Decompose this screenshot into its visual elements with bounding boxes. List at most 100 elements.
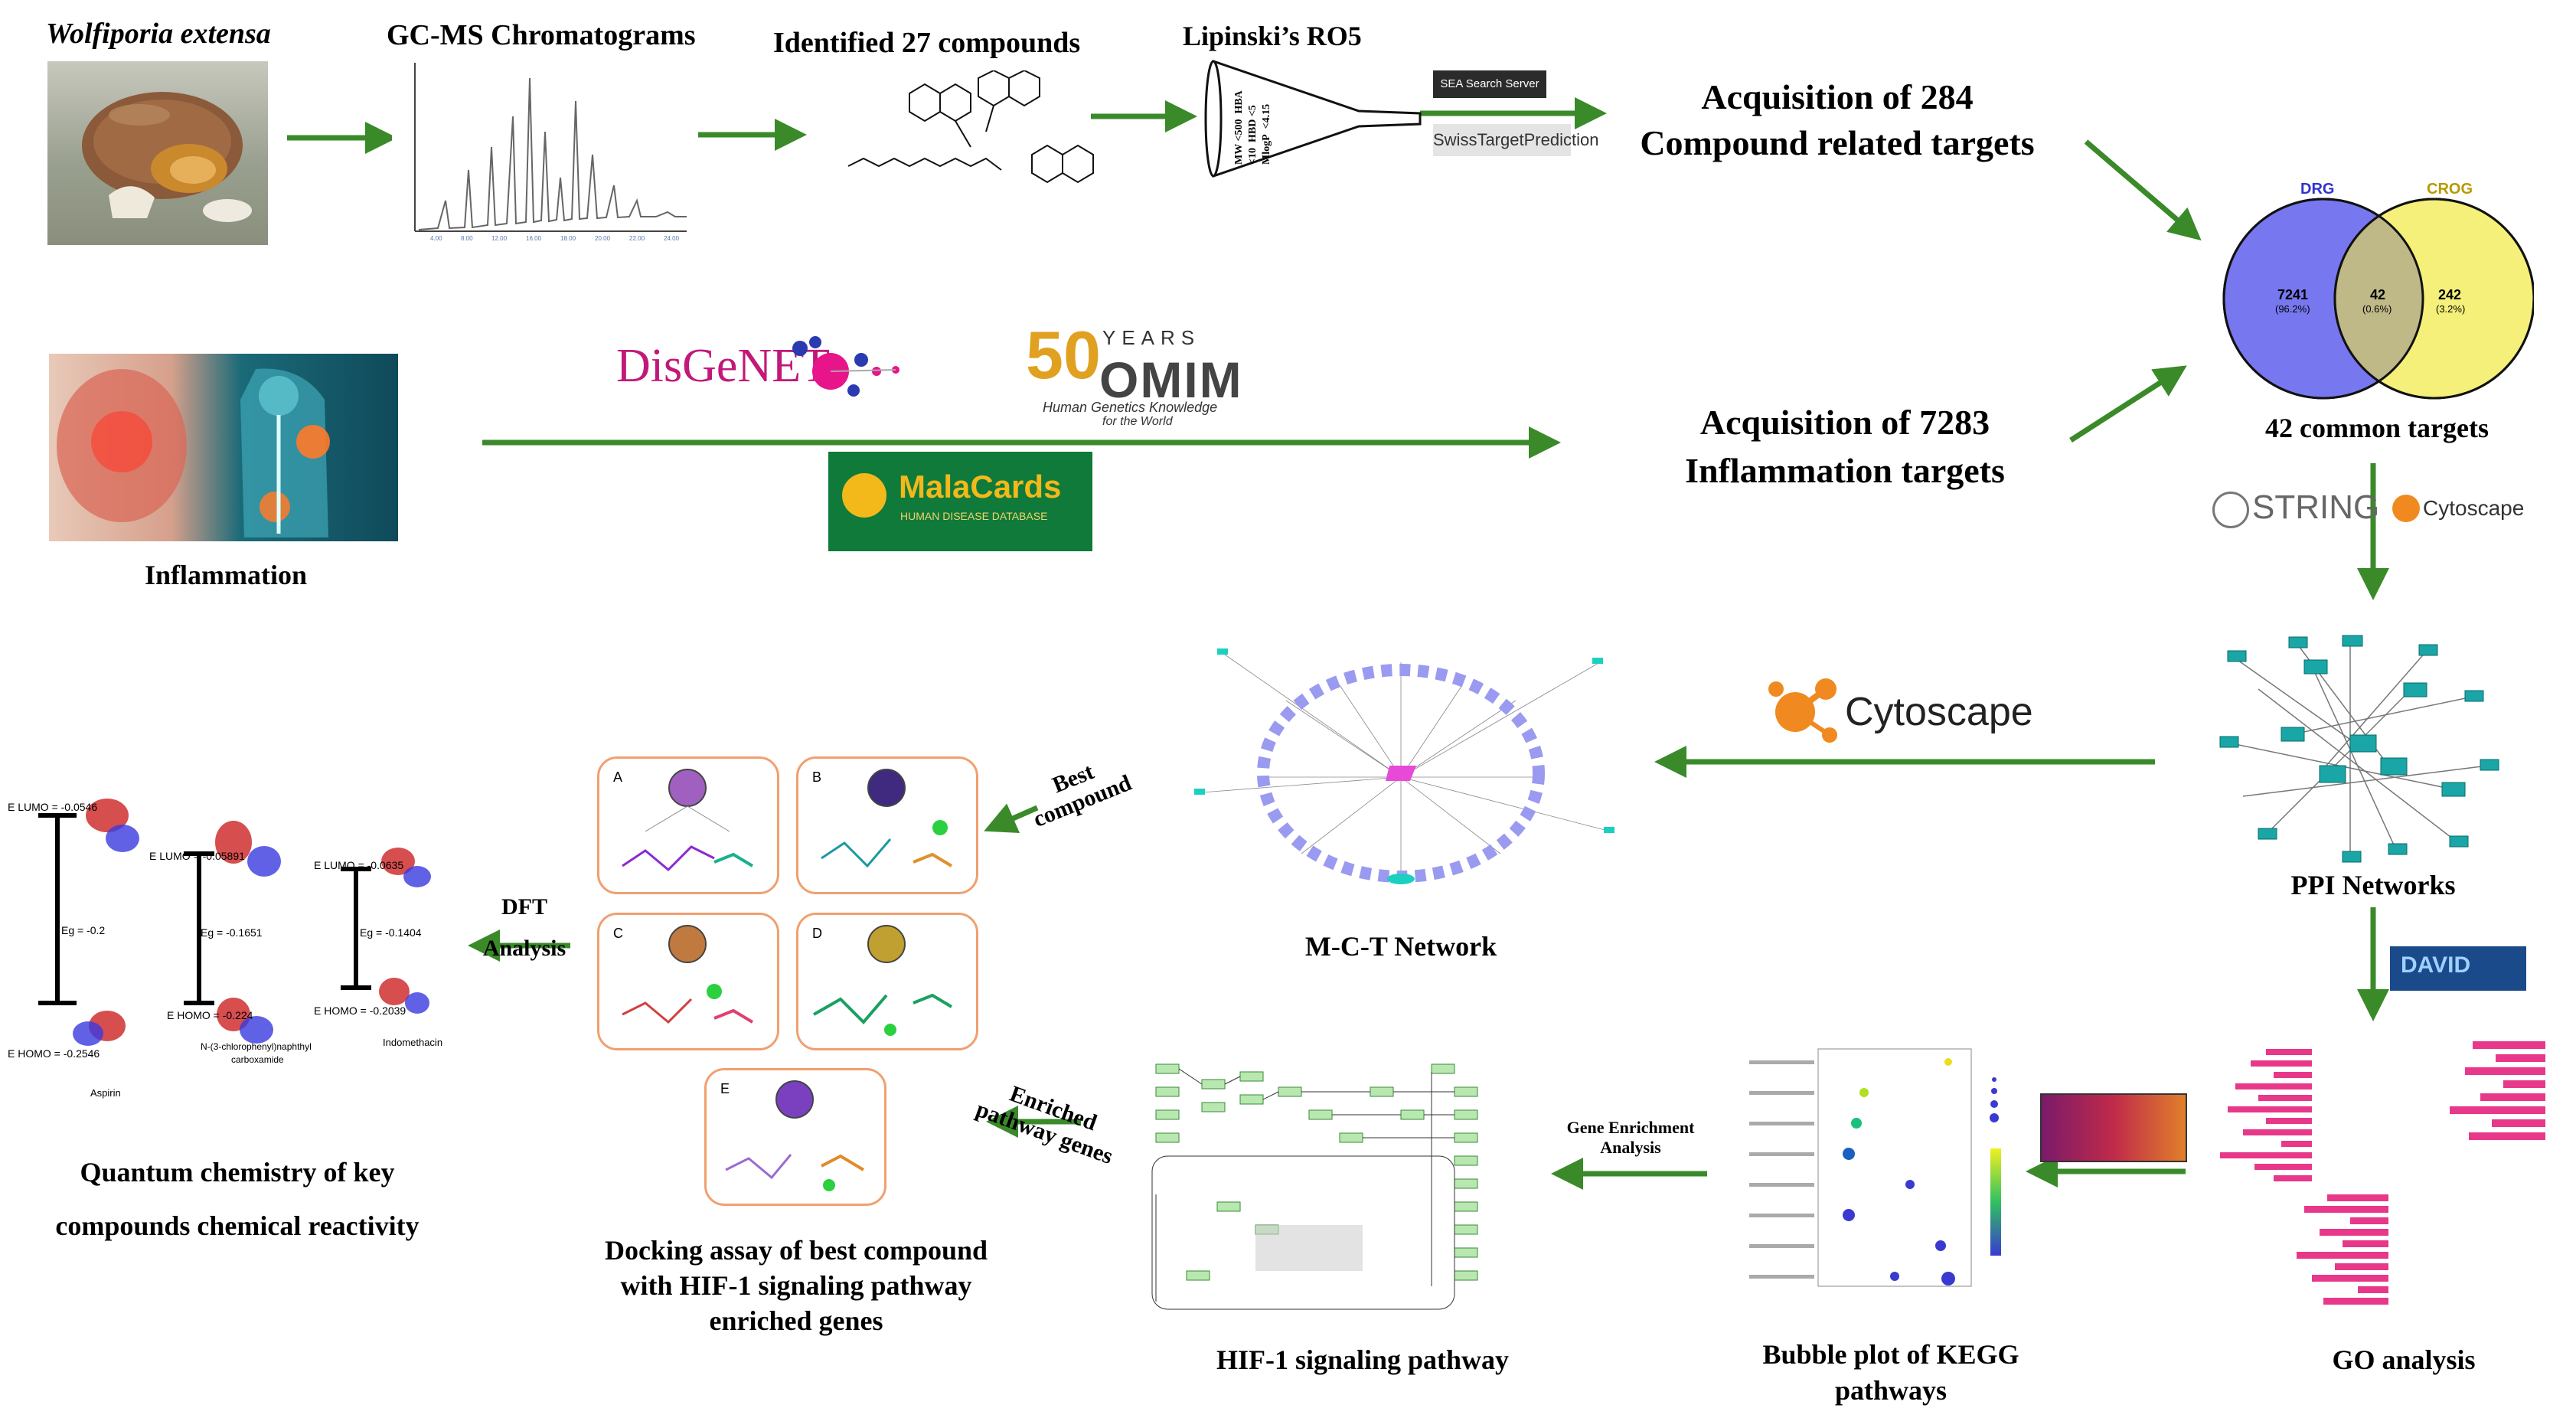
venn-left-pct: (96.2%) [2275,303,2310,315]
malacards-sub: HUMAN DISEASE DATABASE [900,510,1048,522]
cytoscape-big-logo: Cytoscape [1761,674,2098,750]
dft-line2: Analysis [482,936,566,961]
ro5-funnel [1204,60,1422,178]
ro5-rules: MW <500 HBA <10 HBD <5 MlogP <4.15 [1232,73,1317,165]
svg-text:4.00: 4.00 [430,235,442,242]
dft-line1: DFT [501,894,547,920]
panel-letter-c: C [613,926,623,941]
indo-lumo: E LUMO = -0.0635 [314,859,404,871]
venn-right-title: CROG [2427,181,2473,198]
gcms-chromatogram: 4.00 8.00 12.00 16.00 18.00 20.00 22.00 24.00 [392,55,692,247]
svg-text:18.00: 18.00 [560,235,576,242]
panel-letter-e: E [720,1081,730,1096]
panel-letter-b: B [812,769,822,785]
string-icon [2212,492,2249,528]
compound-structures [847,70,1094,184]
rule-hbd: HBD <5 [1247,105,1259,143]
omim-50: 50 [1026,317,1101,393]
inflammation-label: Inflammation [144,560,307,590]
cytoscape-small-logo: Cytoscape [2392,490,2545,528]
kegg-bubble-plot [1734,1034,2025,1321]
bubble-line2: pathways [1834,1375,1948,1406]
omim-name: OMIM [1099,351,1243,408]
docking-panel-c: C [597,913,779,1050]
omim-sub1: Human Genetics Knowledge [1043,400,1218,415]
cpd-name2: carboxamide [231,1054,284,1065]
mct-network [1194,648,1614,884]
go-bar-chart-2 [2419,1037,2572,1160]
acq7283-line1: Acquisition of 7283 [1699,403,1990,442]
omim-years: YEARS [1102,326,1201,349]
cytoscape-small-icon [2392,495,2420,522]
malacards-icon [842,473,886,518]
arrow-acq7283-venn [2069,365,2187,443]
arrow-acq284-venn [2084,139,2202,241]
malacards-logo: MalaCards HUMAN DISEASE DATABASE [828,452,1092,551]
disgenet-logo: DisGeNET [616,325,922,410]
mct-label: M-C-T Network [1304,931,1497,962]
docking-panel-e: E [704,1068,886,1206]
docking-panel-b: B [796,756,978,894]
identified-label: Identified 27 compounds [773,27,1081,59]
indo-name: Indomethacin [383,1037,443,1048]
hif1-pathway-map [1141,1041,1539,1317]
arrow-best-docking [984,803,1039,833]
inflammation-photo [49,354,398,541]
indo-homo: E HOMO = -0.2039 [314,1005,406,1017]
wolfiporia-label: Wolfiporia extensa [46,18,271,50]
acq284-line2: Compound related targets [1640,123,2035,162]
omim-sub2: for the World [1102,415,1173,428]
venn-right-pct: (3.2%) [2436,303,2466,315]
quantum-line1: Quantum chemistry of key [80,1157,395,1187]
rule-mlogp-value: <4.15 [1261,103,1272,129]
svg-text:12.00: 12.00 [491,235,508,242]
acq7283-line2: Inflammation targets [1685,451,2005,490]
panel-letter-a: A [613,769,623,785]
malacards-text: MalaCards [899,469,1062,505]
aspirin-gap: Eg = -0.2 [61,924,106,936]
venn-left-title: DRG [2300,181,2335,198]
quantum-line2: compounds chemical reactivity [55,1210,420,1241]
indo-gap: Eg = -0.1404 [360,926,422,939]
svg-text:20.00: 20.00 [595,235,611,242]
bubble-line1: Bubble plot of KEGG [1762,1339,2019,1370]
string-text: STRING [2252,488,2380,526]
go-bar-chart-1 [2189,1041,2320,1194]
panel-letter-d: D [812,926,822,941]
venn-left-count: 7241 [2277,287,2309,302]
gene-enrich-line2: Analysis [1600,1138,1661,1157]
venn-mid-pct: (0.6%) [2362,303,2392,315]
rule-mw: MW <500 [1233,119,1245,165]
cpd-gap: Eg = -0.1651 [201,926,263,939]
aspirin-name: Aspirin [90,1087,121,1099]
venn-right-count: 242 [2438,287,2462,302]
rule-mlogp: MlogP [1261,134,1272,165]
aspirin-homo: E HOMO = -0.2546 [8,1047,100,1060]
ppi-label: PPI Networks [2290,870,2456,900]
acq284-line1: Acquisition of 284 [1701,77,1974,116]
david-text: DAVID [2401,952,2471,978]
docking-panel-d: D [796,913,978,1050]
svg-text:22.00: 22.00 [629,235,645,242]
svg-text:8.00: 8.00 [461,235,473,242]
sea-logo: SEA Search Server [1433,70,1546,98]
homo-lumo-diagram [38,799,431,1046]
docking-line3: enriched genes [709,1305,883,1336]
ppi-network [2219,635,2499,863]
svg-text:16.00: 16.00 [526,235,542,242]
gene-enrich-line1: Gene Enrichment [1566,1118,1695,1137]
svg-text:24.00: 24.00 [664,235,680,242]
lipinski-label: Lipinski’s RO5 [1183,21,1362,51]
common-targets-label: 42 common targets [2265,413,2489,443]
kegg-logo [2040,1093,2187,1162]
go-bar-chart-3 [2266,1191,2419,1325]
aspirin-lumo: E LUMO = -0.0546 [8,801,98,813]
hif1-label: HIF-1 signaling pathway [1216,1344,1510,1375]
omim-logo: 50 YEARS OMIM Human Genetics Knowledge f… [1026,322,1278,429]
string-logo: STRING [2212,484,2379,530]
go-label: GO analysis [2332,1344,2476,1375]
swiss-logo: SwissTargetPrediction [1433,124,1598,156]
david-logo: DAVID [2390,946,2526,991]
docking-panel-a: A [597,756,779,894]
